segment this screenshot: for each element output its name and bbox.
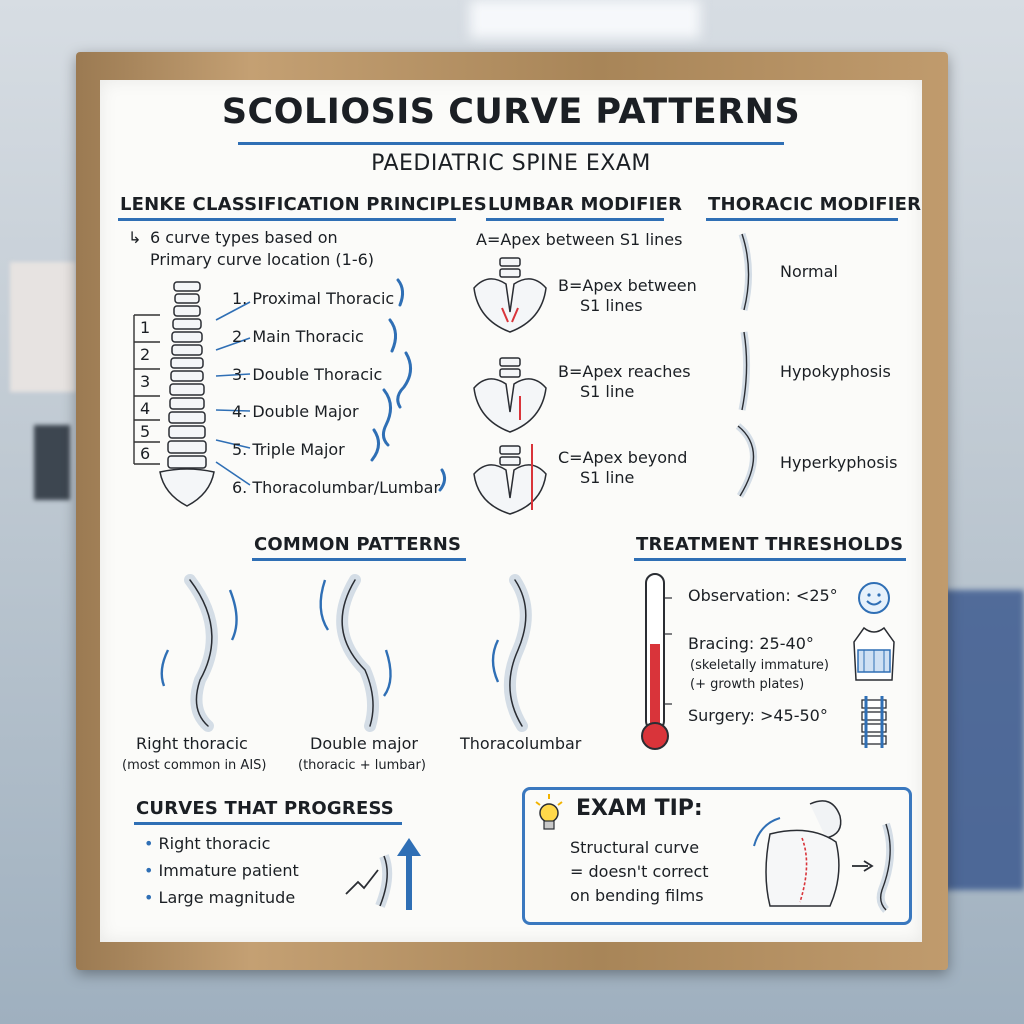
treatment-bracing: Bracing: 25-40°	[688, 634, 814, 653]
lenke-number-2: 2	[140, 345, 151, 364]
lumbar-c-line2: S1 line	[580, 468, 635, 487]
progress-heading: CURVES THAT PROGRESS	[136, 798, 394, 819]
smiley-icon	[858, 582, 890, 614]
progress-trend-sketch	[345, 854, 393, 908]
treatment-surgery: Surgery: >45-50°	[688, 706, 828, 725]
treatment-underline	[634, 558, 906, 561]
treatment-bracing-note1: (skeletally immature)	[690, 658, 830, 673]
whiteboard: SCOLIOSIS CURVE PATTERNS PAEDIATRIC SPIN…	[100, 80, 922, 942]
lenke-number-4: 4	[140, 399, 151, 418]
lumbar-c-line1: C=Apex beyond	[558, 448, 688, 467]
title-underline	[238, 142, 784, 145]
thoracic-hyperkyphosis: Hyperkyphosis	[780, 453, 898, 472]
treatment-heading: TREATMENT THRESHOLDS	[636, 534, 904, 555]
exam-tip-line2: = doesn't correct	[570, 862, 709, 881]
thermometer-icon	[641, 573, 672, 750]
lenke-number-1: 1	[140, 318, 151, 337]
pattern-3-name: Thoracolumbar	[460, 734, 582, 753]
lumbar-modifier-heading: LUMBAR MODIFIER	[488, 194, 683, 215]
pattern-spine-sketches	[160, 574, 532, 732]
arrow-up-icon	[397, 838, 421, 910]
exam-tip-line1: Structural curve	[570, 838, 700, 857]
progress-item-1: • Right thoracic	[144, 834, 271, 853]
thoracic-modifier-heading: THORACIC MODIFIER	[708, 194, 922, 215]
lenke-number-6: 6	[140, 444, 151, 463]
pattern-1-name: Right thoracic	[136, 734, 248, 753]
lightbulb-icon	[535, 794, 563, 830]
lenke-note-line1: 6 curve types based on	[150, 228, 338, 247]
rods-icon	[861, 696, 887, 748]
background-wall-box	[34, 425, 70, 500]
thoracic-underline	[706, 218, 898, 221]
pattern-2-name: Double major	[310, 734, 418, 753]
lumbar-b1-line2: S1 lines	[580, 296, 643, 315]
lenke-type-6: 6. Thoracolumbar/Lumbar	[232, 478, 441, 497]
lenke-note-line2: Primary curve location (1-6)	[150, 250, 375, 269]
progress-underline	[134, 822, 402, 825]
lumbar-b1-line1: B=Apex between	[558, 276, 697, 295]
sagittal-spine-sketches	[735, 232, 757, 498]
thoracic-hypokyphosis: Hypokyphosis	[780, 362, 891, 381]
lumbar-b2-line2: S1 line	[580, 382, 635, 401]
common-patterns-heading: COMMON PATTERNS	[254, 534, 462, 555]
lenke-type-2: 2. Main Thoracic	[232, 327, 364, 346]
pattern-1-note: (most common in AIS)	[122, 758, 267, 773]
page-title: SCOLIOSIS CURVE PATTERNS	[221, 92, 801, 132]
lenke-type-5: 5. Triple Major	[232, 440, 345, 459]
lenke-type-1: 1. Proximal Thoracic	[232, 289, 395, 308]
pelvis-illustrations	[473, 257, 547, 515]
lumbar-underline	[486, 218, 664, 221]
treatment-bracing-note2: (+ growth plates)	[690, 677, 805, 692]
ceiling-light	[470, 0, 700, 38]
pattern-2-note: (thoracic + lumbar)	[298, 758, 426, 773]
patterns-underline	[252, 558, 466, 561]
exam-tip-heading: EXAM TIP:	[576, 796, 703, 821]
exam-tip-line3: on bending films	[570, 886, 704, 905]
bending-test-sketch	[753, 800, 895, 913]
lumbar-b2-line1: B=Apex reaches	[558, 362, 691, 381]
background-poster	[10, 262, 76, 392]
progress-item-3: • Large magnitude	[144, 888, 296, 907]
lenke-type-3: 3. Double Thoracic	[232, 365, 383, 384]
treatment-observation: Observation: <25°	[688, 586, 838, 605]
lenke-number-3: 3	[140, 372, 151, 391]
lenke-heading: LENKE CLASSIFICATION PRINCIPLES	[120, 194, 487, 215]
lumbar-a: A=Apex between S1 lines	[476, 230, 683, 249]
lenke-type-4: 4. Double Major	[232, 402, 359, 421]
page-subtitle: PAEDIATRIC SPINE EXAM	[371, 151, 651, 176]
brace-icon	[853, 626, 895, 681]
lenke-underline	[118, 218, 456, 221]
thoracic-normal: Normal	[780, 262, 838, 281]
background-cabinet	[944, 590, 1024, 890]
lenke-curve-sketches	[370, 278, 447, 492]
lenke-note-arrow: ↳	[128, 228, 142, 247]
lenke-number-5: 5	[140, 422, 151, 441]
spine-column-illustration	[133, 281, 251, 507]
exam-tip-box	[522, 787, 912, 925]
progress-item-2: • Immature patient	[144, 861, 299, 880]
